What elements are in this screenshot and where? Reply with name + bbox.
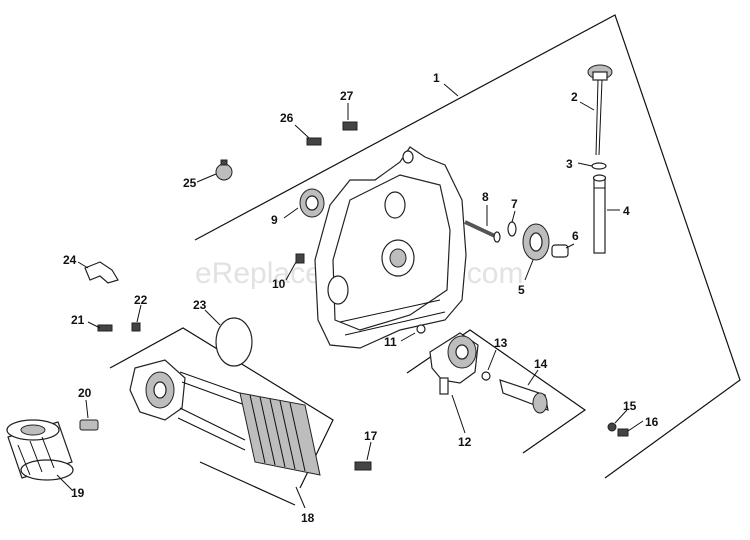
main-assembly-frame [194, 14, 741, 479]
bolt-27-part [342, 121, 358, 131]
callout-13: 13 [494, 336, 508, 350]
callout-5: 5 [518, 283, 525, 297]
gasket-ring-part [215, 317, 253, 367]
nipple-part [79, 419, 99, 431]
callout-9: 9 [271, 213, 278, 227]
washer-part [507, 221, 517, 237]
callout-10: 10 [272, 277, 286, 291]
callout-6: 6 [572, 229, 579, 243]
callout-7: 7 [511, 197, 518, 211]
callout-8: 8 [482, 190, 489, 204]
callout-4: 4 [623, 204, 630, 218]
oil-cooler-group-frame [109, 327, 334, 489]
bolt-17-part [354, 461, 372, 471]
callout-19: 19 [71, 486, 85, 500]
governor-gear-part [522, 223, 550, 261]
pump-shaft-part [499, 379, 549, 414]
callout-17: 17 [364, 429, 378, 443]
bolt-26-part [306, 137, 322, 146]
callout-18: 18 [301, 511, 315, 525]
pump-ring-part [481, 371, 491, 381]
callout-11: 11 [384, 335, 397, 349]
callout-20: 20 [78, 386, 92, 400]
oil-cooler-bracket-line [199, 461, 296, 506]
dowel-pin-part [295, 253, 305, 264]
dipstick-part [587, 64, 613, 156]
elbow-fitting-part [84, 261, 119, 284]
callout-25: 25 [183, 176, 197, 190]
callout-27: 27 [340, 89, 354, 103]
spool-part [551, 244, 569, 258]
callout-14: 14 [534, 357, 548, 371]
o-ring-part [591, 162, 607, 170]
leader-lines [56, 83, 644, 509]
oil-filter-part [6, 419, 74, 481]
callout-26: 26 [280, 111, 294, 125]
pin-part [464, 220, 501, 243]
callout-23: 23 [193, 298, 207, 312]
nut-22-part [131, 322, 141, 332]
oil-cooler-part [129, 359, 321, 476]
callout-2: 2 [571, 90, 578, 104]
oil-pump-part [429, 332, 479, 395]
callout-12: 12 [458, 435, 472, 449]
washer-15-part [607, 422, 617, 432]
callout-15: 15 [623, 399, 637, 413]
screw-16-part [617, 428, 629, 437]
gear-cover-housing-part [314, 146, 467, 349]
small-o-ring-part [416, 324, 426, 334]
oil-seal-part [299, 188, 325, 218]
callout-22: 22 [134, 293, 148, 307]
screw-21-part [97, 324, 113, 332]
callout-16: 16 [645, 415, 659, 429]
callout-21: 21 [71, 313, 85, 327]
callout-1: 1 [433, 71, 440, 85]
callout-24: 24 [63, 253, 77, 267]
dipstick-tube-part [592, 174, 607, 254]
pressure-sensor-part [215, 159, 233, 181]
callout-3: 3 [566, 157, 573, 171]
